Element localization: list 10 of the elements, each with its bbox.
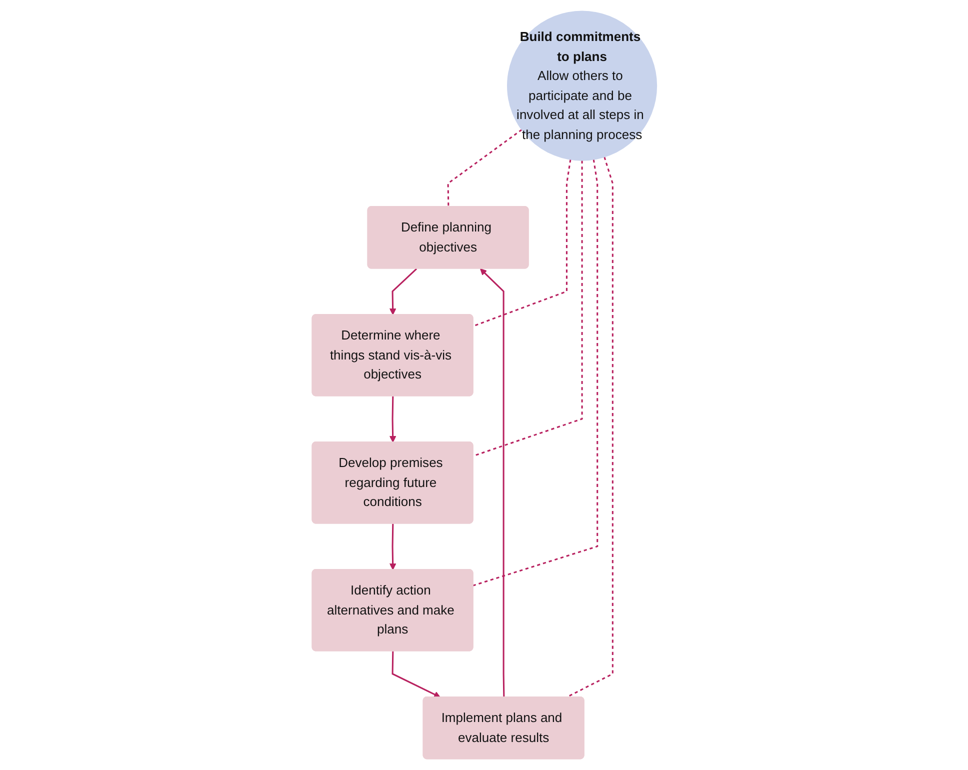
connector xyxy=(472,159,598,586)
connector xyxy=(472,160,582,457)
arrow xyxy=(389,396,396,443)
connector xyxy=(446,129,522,207)
node-circle: Build commitments to plans Allow others to participate and be involved at all steps in the planning process xyxy=(506,10,657,161)
arrow xyxy=(480,268,504,698)
arrow xyxy=(391,651,440,698)
arrow xyxy=(389,268,417,316)
connector xyxy=(472,159,571,327)
arrow xyxy=(389,524,396,570)
